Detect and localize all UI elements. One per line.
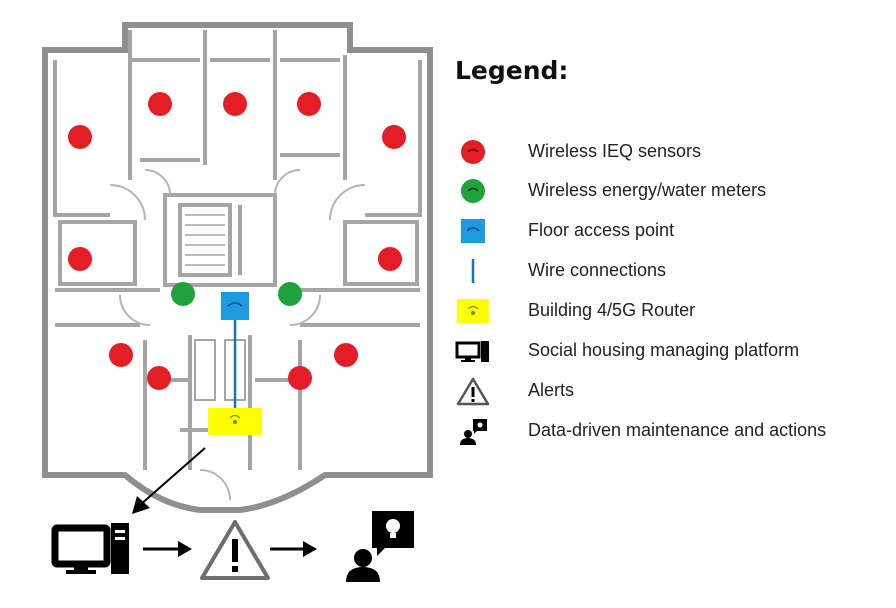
ieq-sensor xyxy=(109,343,133,367)
legend-label: Wireless IEQ sensors xyxy=(528,141,702,161)
ieq-sensor xyxy=(147,366,171,390)
energy-meter xyxy=(171,282,195,306)
computer-icon xyxy=(51,523,129,574)
legend-label: Data-driven maintenance and actions xyxy=(528,420,827,440)
energy-water-meters xyxy=(171,282,302,306)
ieq-sensor xyxy=(148,92,172,116)
legend-item-wire: Wire connections xyxy=(455,255,895,287)
door-swings xyxy=(109,169,366,501)
floor-plan xyxy=(42,22,433,582)
person-idea-icon xyxy=(346,511,414,582)
yellow-router-icon xyxy=(457,299,489,323)
ieq-sensor xyxy=(378,247,402,271)
ieq-sensor xyxy=(223,92,247,116)
legend-label: Social housing managing platform xyxy=(528,340,800,360)
ieq-sensors xyxy=(68,92,406,390)
legend-item-platform: Social housing managing platform xyxy=(455,335,895,367)
person-idea-icon xyxy=(460,419,487,445)
floor-plan-walls xyxy=(42,22,433,513)
legend-item-ieq-sensors: Wireless IEQ sensors xyxy=(455,136,895,168)
green-meter-dot-icon xyxy=(461,179,485,203)
platform-to-alert-arrow xyxy=(143,541,192,557)
computer-icon xyxy=(455,341,489,362)
energy-meter xyxy=(278,282,302,306)
legend-item-router: Building 4/5G Router xyxy=(455,295,895,327)
ieq-sensor xyxy=(334,343,358,367)
legend-item-access-point: Floor access point xyxy=(455,215,895,247)
legend-item-alerts: Alerts xyxy=(455,375,895,407)
ieq-sensor xyxy=(382,125,406,149)
ieq-sensor xyxy=(288,366,312,390)
wire-line-icon xyxy=(471,259,475,283)
warning-triangle-icon xyxy=(200,520,270,580)
red-sensor-dot-icon xyxy=(461,140,485,164)
ieq-sensor xyxy=(297,92,321,116)
legend-label: Wireless energy/water meters xyxy=(528,180,767,200)
alert-to-action-arrow xyxy=(270,541,317,557)
legend-item-energy-meters: Wireless energy/water meters xyxy=(455,175,895,207)
legend-label: Wire connections xyxy=(528,260,667,280)
legend-label: Floor access point xyxy=(528,220,675,240)
legend-title: Legend: xyxy=(455,56,569,85)
legend-label: Alerts xyxy=(528,380,575,400)
floor-access-point xyxy=(221,292,249,320)
ieq-sensor xyxy=(68,247,92,271)
legend-item-maintenance: Data-driven maintenance and actions xyxy=(455,415,895,447)
floor-plan-inner-walls xyxy=(53,30,422,470)
blue-access-point-icon xyxy=(461,219,485,243)
ieq-sensor xyxy=(68,125,92,149)
warning-triangle-icon xyxy=(456,377,490,406)
router-to-platform-arrow xyxy=(139,447,206,506)
legend-label: Building 4/5G Router xyxy=(528,300,696,320)
